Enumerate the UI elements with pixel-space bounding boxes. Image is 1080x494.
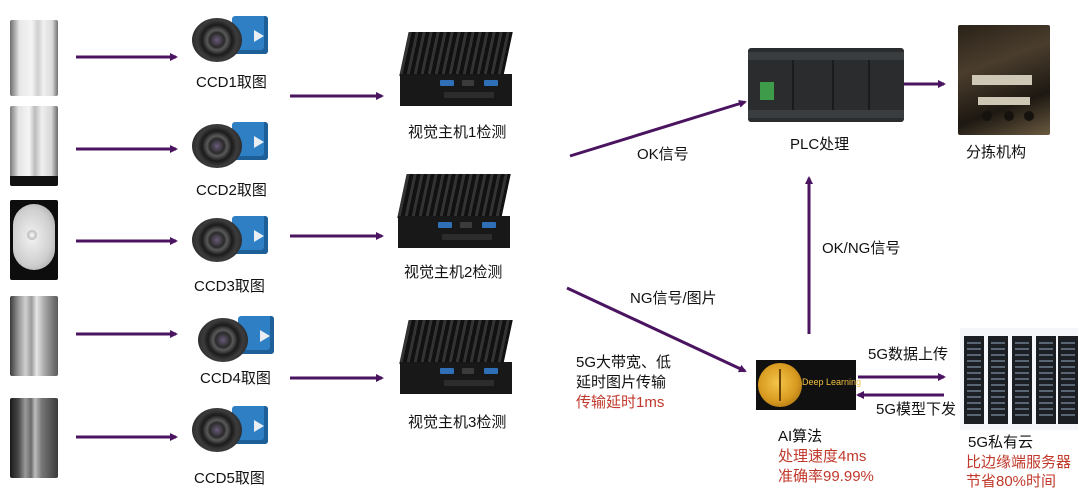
cloud-label: 5G私有云 — [968, 434, 1034, 451]
sorting-mechanism-image — [958, 25, 1050, 135]
host1-label: 视觉主机1检测 — [408, 124, 507, 141]
host2-label: 视觉主机2检测 — [404, 264, 503, 281]
camera-icon — [186, 120, 274, 174]
arrow-host2-ai — [566, 286, 747, 373]
cloud-note-1: 比边缘端服务器 — [966, 454, 1072, 471]
plc-label: PLC处理 — [790, 136, 850, 153]
camera-icon — [186, 404, 274, 458]
upload-label: 5G数据上传 — [868, 346, 949, 363]
sample-image-4 — [10, 296, 58, 376]
ai-speed: 处理速度4ms — [778, 448, 867, 465]
sample-image-3 — [10, 200, 58, 280]
ccd1-label: CCD1取图 — [196, 74, 267, 91]
ccd4-label: CCD4取图 — [200, 370, 271, 387]
sample-image-1 — [10, 20, 58, 96]
transport-latency: 传输延时1ms — [576, 394, 665, 411]
deep-learning-image: Deep Learning — [756, 360, 861, 410]
plc-icon — [748, 48, 904, 122]
ai-accuracy: 准确率99.99% — [778, 468, 874, 485]
sample-image-2 — [10, 106, 58, 186]
vision-host-icon — [398, 316, 516, 400]
camera-icon — [186, 214, 274, 268]
sample-image-5 — [10, 398, 58, 478]
ccd2-label: CCD2取图 — [196, 182, 267, 199]
ok-ng-signal-label: OK/NG信号 — [822, 240, 901, 257]
camera-icon — [186, 14, 274, 68]
deep-learning-badge: Deep Learning — [802, 377, 862, 387]
ok-signal-label: OK信号 — [637, 146, 689, 163]
cloud-note-2: 节省80%时间 — [966, 473, 1057, 490]
host3-label: 视觉主机3检测 — [408, 414, 507, 431]
sorter-label: 分拣机构 — [966, 144, 1027, 161]
transport-line-2: 延时图片传输 — [576, 374, 667, 391]
download-label: 5G模型下发 — [876, 401, 957, 418]
transport-line-1: 5G大带宽、低 — [576, 354, 672, 371]
vision-host-icon — [398, 28, 516, 112]
camera-icon — [192, 314, 280, 368]
ng-image-signal-label: NG信号/图片 — [630, 290, 717, 307]
center-dot — [27, 230, 37, 240]
ccd3-label: CCD3取图 — [194, 278, 265, 295]
vision-host-icon — [396, 170, 514, 254]
ccd5-label: CCD5取图 — [194, 470, 265, 487]
ai-label: AI算法 — [778, 428, 823, 445]
arrow-host1-plc — [569, 99, 747, 158]
brain-icon — [758, 363, 802, 407]
server-rack-image — [960, 328, 1078, 430]
